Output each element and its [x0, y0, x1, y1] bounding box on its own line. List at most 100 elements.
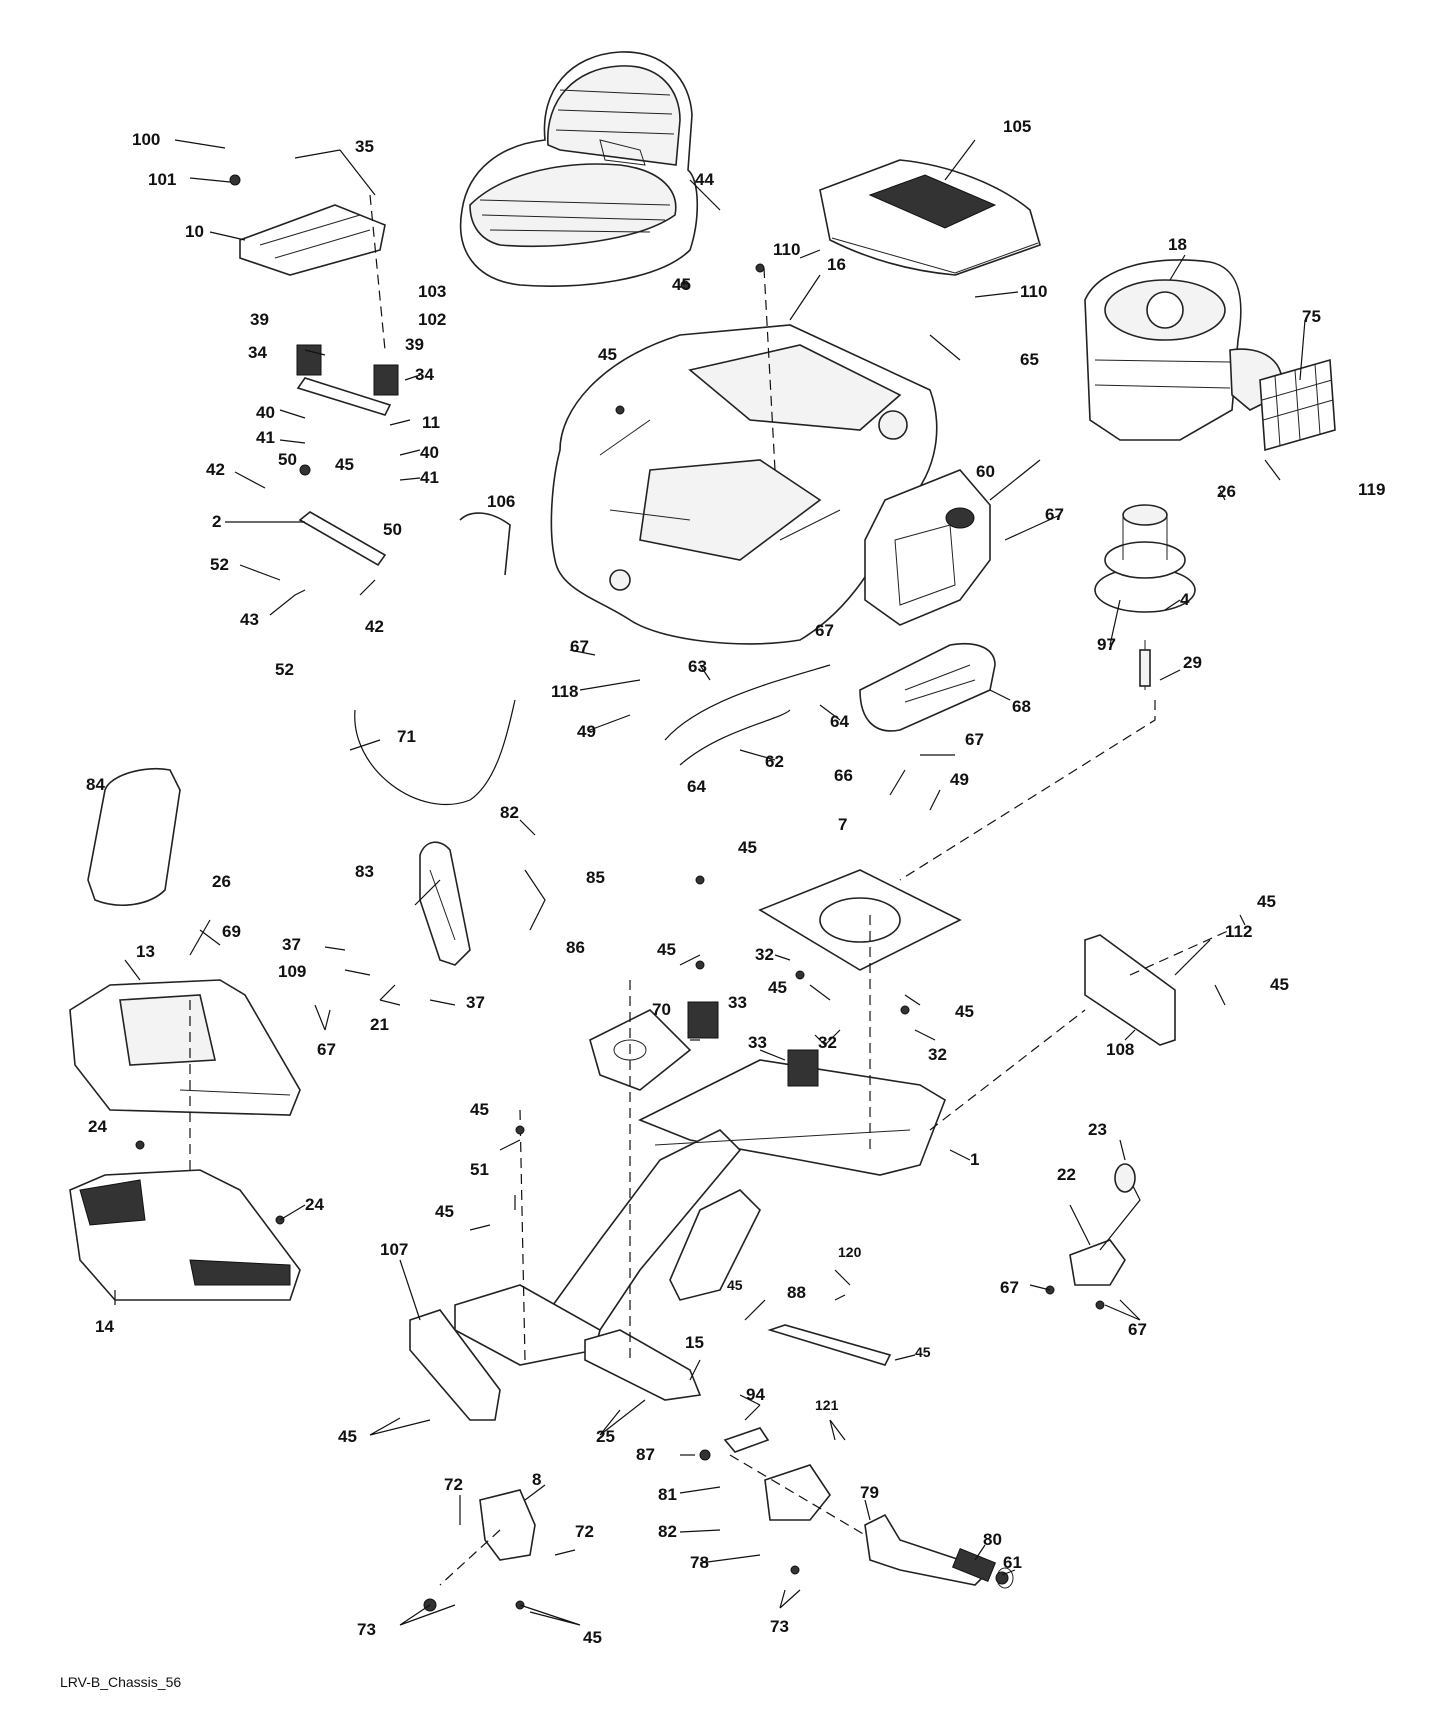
callout-83: 83: [355, 862, 374, 881]
callout-79: 79: [860, 1483, 879, 1502]
callout-67-tank: 67: [1045, 505, 1064, 524]
callout-45-chassis: 45: [657, 940, 676, 959]
callout-45-frame: 45: [470, 1100, 489, 1119]
callout-45-frame-left: 45: [435, 1202, 454, 1221]
lift-lever-part: [864, 1513, 1014, 1589]
callout-64-right: 64: [830, 712, 849, 731]
callout-51: 51: [470, 1160, 489, 1179]
footrest-panel-part: [69, 1169, 301, 1301]
engine-mount-plate-part: [758, 869, 962, 971]
callout-67-left: 67: [815, 621, 834, 640]
callout-49-right: 49: [950, 770, 969, 789]
drawing-reference-code: LRV-B_Chassis_56: [60, 1674, 181, 1690]
callout-69: 69: [222, 922, 241, 941]
callout-80: 80: [983, 1530, 1002, 1549]
assembly-lines: [189, 194, 1231, 1586]
callout-85: 85: [586, 868, 605, 887]
callout-42-top: 42: [206, 460, 225, 479]
callout-45-right: 45: [1270, 975, 1289, 994]
callout-45-107: 45: [338, 1427, 357, 1446]
callout-121: 121: [815, 1397, 839, 1413]
rod-86: [524, 869, 546, 931]
callout-94: 94: [746, 1385, 765, 1404]
callout-45-right-top: 45: [1257, 892, 1276, 911]
callout-107: 107: [380, 1240, 408, 1259]
callout-44: 44: [695, 170, 714, 189]
callout-45-plate-right: 45: [955, 1002, 974, 1021]
callout-labels: 100 101 10 35 44 105 110 110 18 75 103 1…: [86, 117, 1385, 1647]
callout-41-right: 41: [420, 468, 439, 487]
callout-45-mid: 45: [768, 978, 787, 997]
callout-67-hose: 67: [570, 637, 589, 656]
callout-72-right: 72: [575, 1522, 594, 1541]
callout-45-bracket: 45: [335, 455, 354, 474]
callout-37-left: 37: [282, 935, 301, 954]
callout-15: 15: [685, 1333, 704, 1352]
callout-35: 35: [355, 137, 374, 156]
callout-120: 120: [838, 1244, 862, 1260]
callout-71: 71: [397, 727, 416, 746]
callout-62: 62: [765, 752, 784, 771]
callout-60: 60: [976, 462, 995, 481]
callout-68: 68: [1012, 697, 1031, 716]
seat-spring-left: [296, 344, 322, 376]
callout-81: 81: [658, 1485, 677, 1504]
handle-106: [459, 512, 511, 576]
dash-cover-part: [87, 767, 181, 906]
callout-32-top: 32: [755, 945, 774, 964]
seat-bracket-part: [296, 377, 392, 416]
callout-24-right: 24: [305, 1195, 324, 1214]
chassis-frame-part: [454, 1059, 946, 1366]
engine-part: [1084, 259, 1283, 441]
rear-cover-part: [819, 159, 1041, 276]
bracket-107-part: [409, 1309, 501, 1421]
callout-52-bottom: 52: [275, 660, 294, 679]
callout-1: 1: [970, 1150, 979, 1169]
callout-67-shifter-left: 67: [1000, 1278, 1019, 1297]
callout-32-mid: 32: [818, 1033, 837, 1052]
callout-119: 119: [1358, 480, 1385, 499]
callout-112: 112: [1225, 922, 1252, 941]
callout-67-side: 67: [965, 730, 984, 749]
callout-40-right: 40: [420, 443, 439, 462]
callout-2: 2: [212, 512, 221, 531]
callout-110-right: 110: [1020, 282, 1047, 301]
callout-73-left: 73: [357, 1620, 376, 1639]
callout-34-left: 34: [248, 343, 267, 362]
callout-106: 106: [487, 492, 515, 511]
fuel-tank-part: [864, 469, 991, 626]
callout-110-left: 110: [773, 240, 800, 259]
fender-body-part: [550, 324, 938, 645]
cable-71: [354, 699, 516, 806]
callout-40-left: 40: [256, 403, 275, 422]
callout-45-88-left: 45: [727, 1277, 743, 1293]
callout-13: 13: [136, 942, 155, 961]
callout-61: 61: [1003, 1553, 1022, 1572]
callout-108: 108: [1106, 1040, 1134, 1059]
callout-103: 103: [418, 282, 446, 301]
hinge-bracket-part: [479, 1489, 536, 1561]
callout-118: 118: [551, 682, 578, 701]
hose-62: [679, 709, 791, 766]
callout-75: 75: [1302, 307, 1321, 326]
seat-part: [459, 51, 699, 288]
seat-plate-part: [239, 204, 386, 276]
callout-78: 78: [690, 1553, 709, 1572]
callout-66: 66: [834, 766, 853, 785]
seat-spring-right: [373, 364, 399, 396]
dash-panel-part: [69, 979, 301, 1116]
callout-102: 102: [418, 310, 446, 329]
callout-45-hinge: 45: [583, 1628, 602, 1647]
callout-67-shifter: 67: [1128, 1320, 1147, 1339]
callout-84: 84: [86, 775, 105, 794]
bracket-88-part: [767, 1324, 892, 1366]
callout-32-bottom: 32: [928, 1045, 947, 1064]
callout-67-pedal: 67: [317, 1040, 336, 1059]
callout-26-engine: 26: [1217, 482, 1236, 501]
callout-101: 101: [148, 170, 176, 189]
callout-29: 29: [1183, 653, 1202, 672]
callout-50-right: 50: [383, 520, 402, 539]
shifter-assembly-part: [1069, 1163, 1141, 1286]
callout-34-right: 34: [415, 365, 434, 384]
callout-45-top: 45: [672, 275, 691, 294]
